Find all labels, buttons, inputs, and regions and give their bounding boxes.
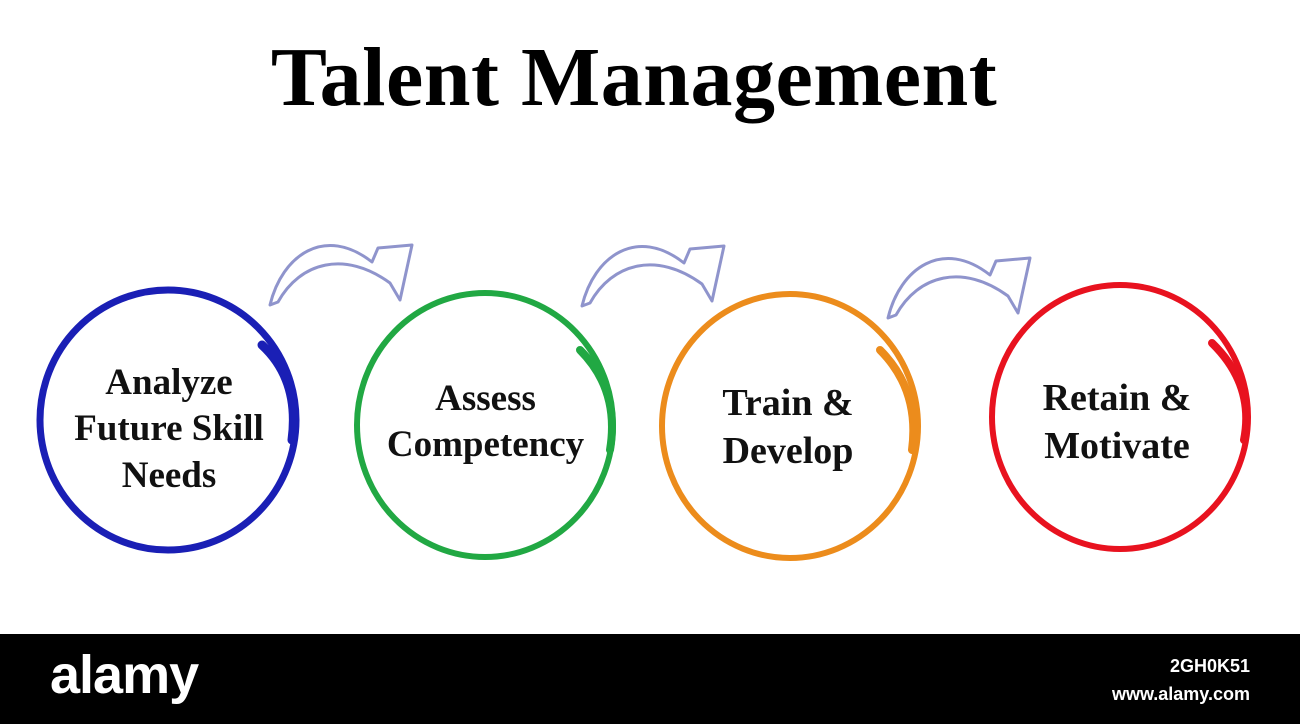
arrow-2-to-3 <box>580 244 726 308</box>
alamy-logo: alamy <box>50 645 199 705</box>
diagram-canvas: Talent Management Analyze Future <box>36 31 1251 561</box>
step-circle-4 <box>989 282 1251 552</box>
step-circle-3 <box>659 291 921 561</box>
image-id: 2GH0K51 <box>1169 656 1250 676</box>
step-label-1: Analyze Future Skill Needs <box>74 362 264 496</box>
step-label-2: Assess Competency <box>386 378 585 466</box>
step-circle-1 <box>36 286 300 554</box>
step-label-3: Train & Develop <box>722 382 854 472</box>
watermark-footer: alamy 2GH0K51 www.alamy.com <box>0 634 1300 724</box>
arrow-1-to-2 <box>268 243 414 307</box>
step-label-4: Retain & Motivate <box>1042 377 1192 467</box>
site-url: www.alamy.com <box>1111 684 1250 704</box>
step-circle-2 <box>354 290 616 560</box>
diagram-graphics <box>36 243 1251 561</box>
arrow-3-to-4 <box>886 256 1032 320</box>
diagram-title: Talent Management <box>270 31 998 124</box>
